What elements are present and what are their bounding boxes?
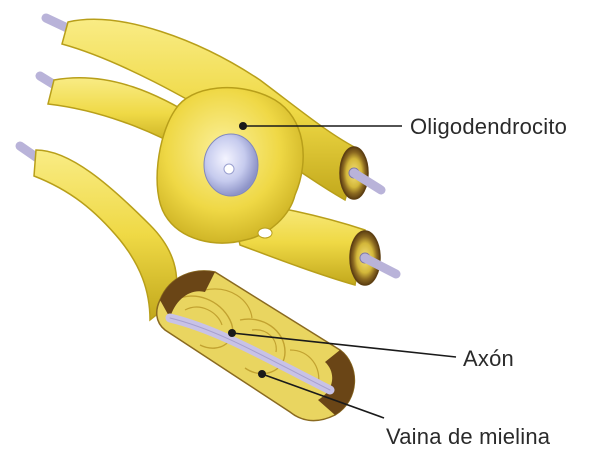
myelin-process-left [34, 150, 177, 320]
nucleolus [224, 164, 234, 174]
label-axon: Axón [463, 346, 514, 371]
pointer-oligodendrocyte [239, 122, 247, 130]
process-gap [258, 228, 272, 238]
myelin-sheath-segment [157, 271, 355, 421]
pointer-myelin-sheath [258, 370, 266, 378]
label-myelin-sheath: Vaina de mielina [386, 424, 551, 449]
label-oligodendrocyte: Oligodendrocito [410, 114, 567, 139]
pointer-axon [228, 329, 236, 337]
